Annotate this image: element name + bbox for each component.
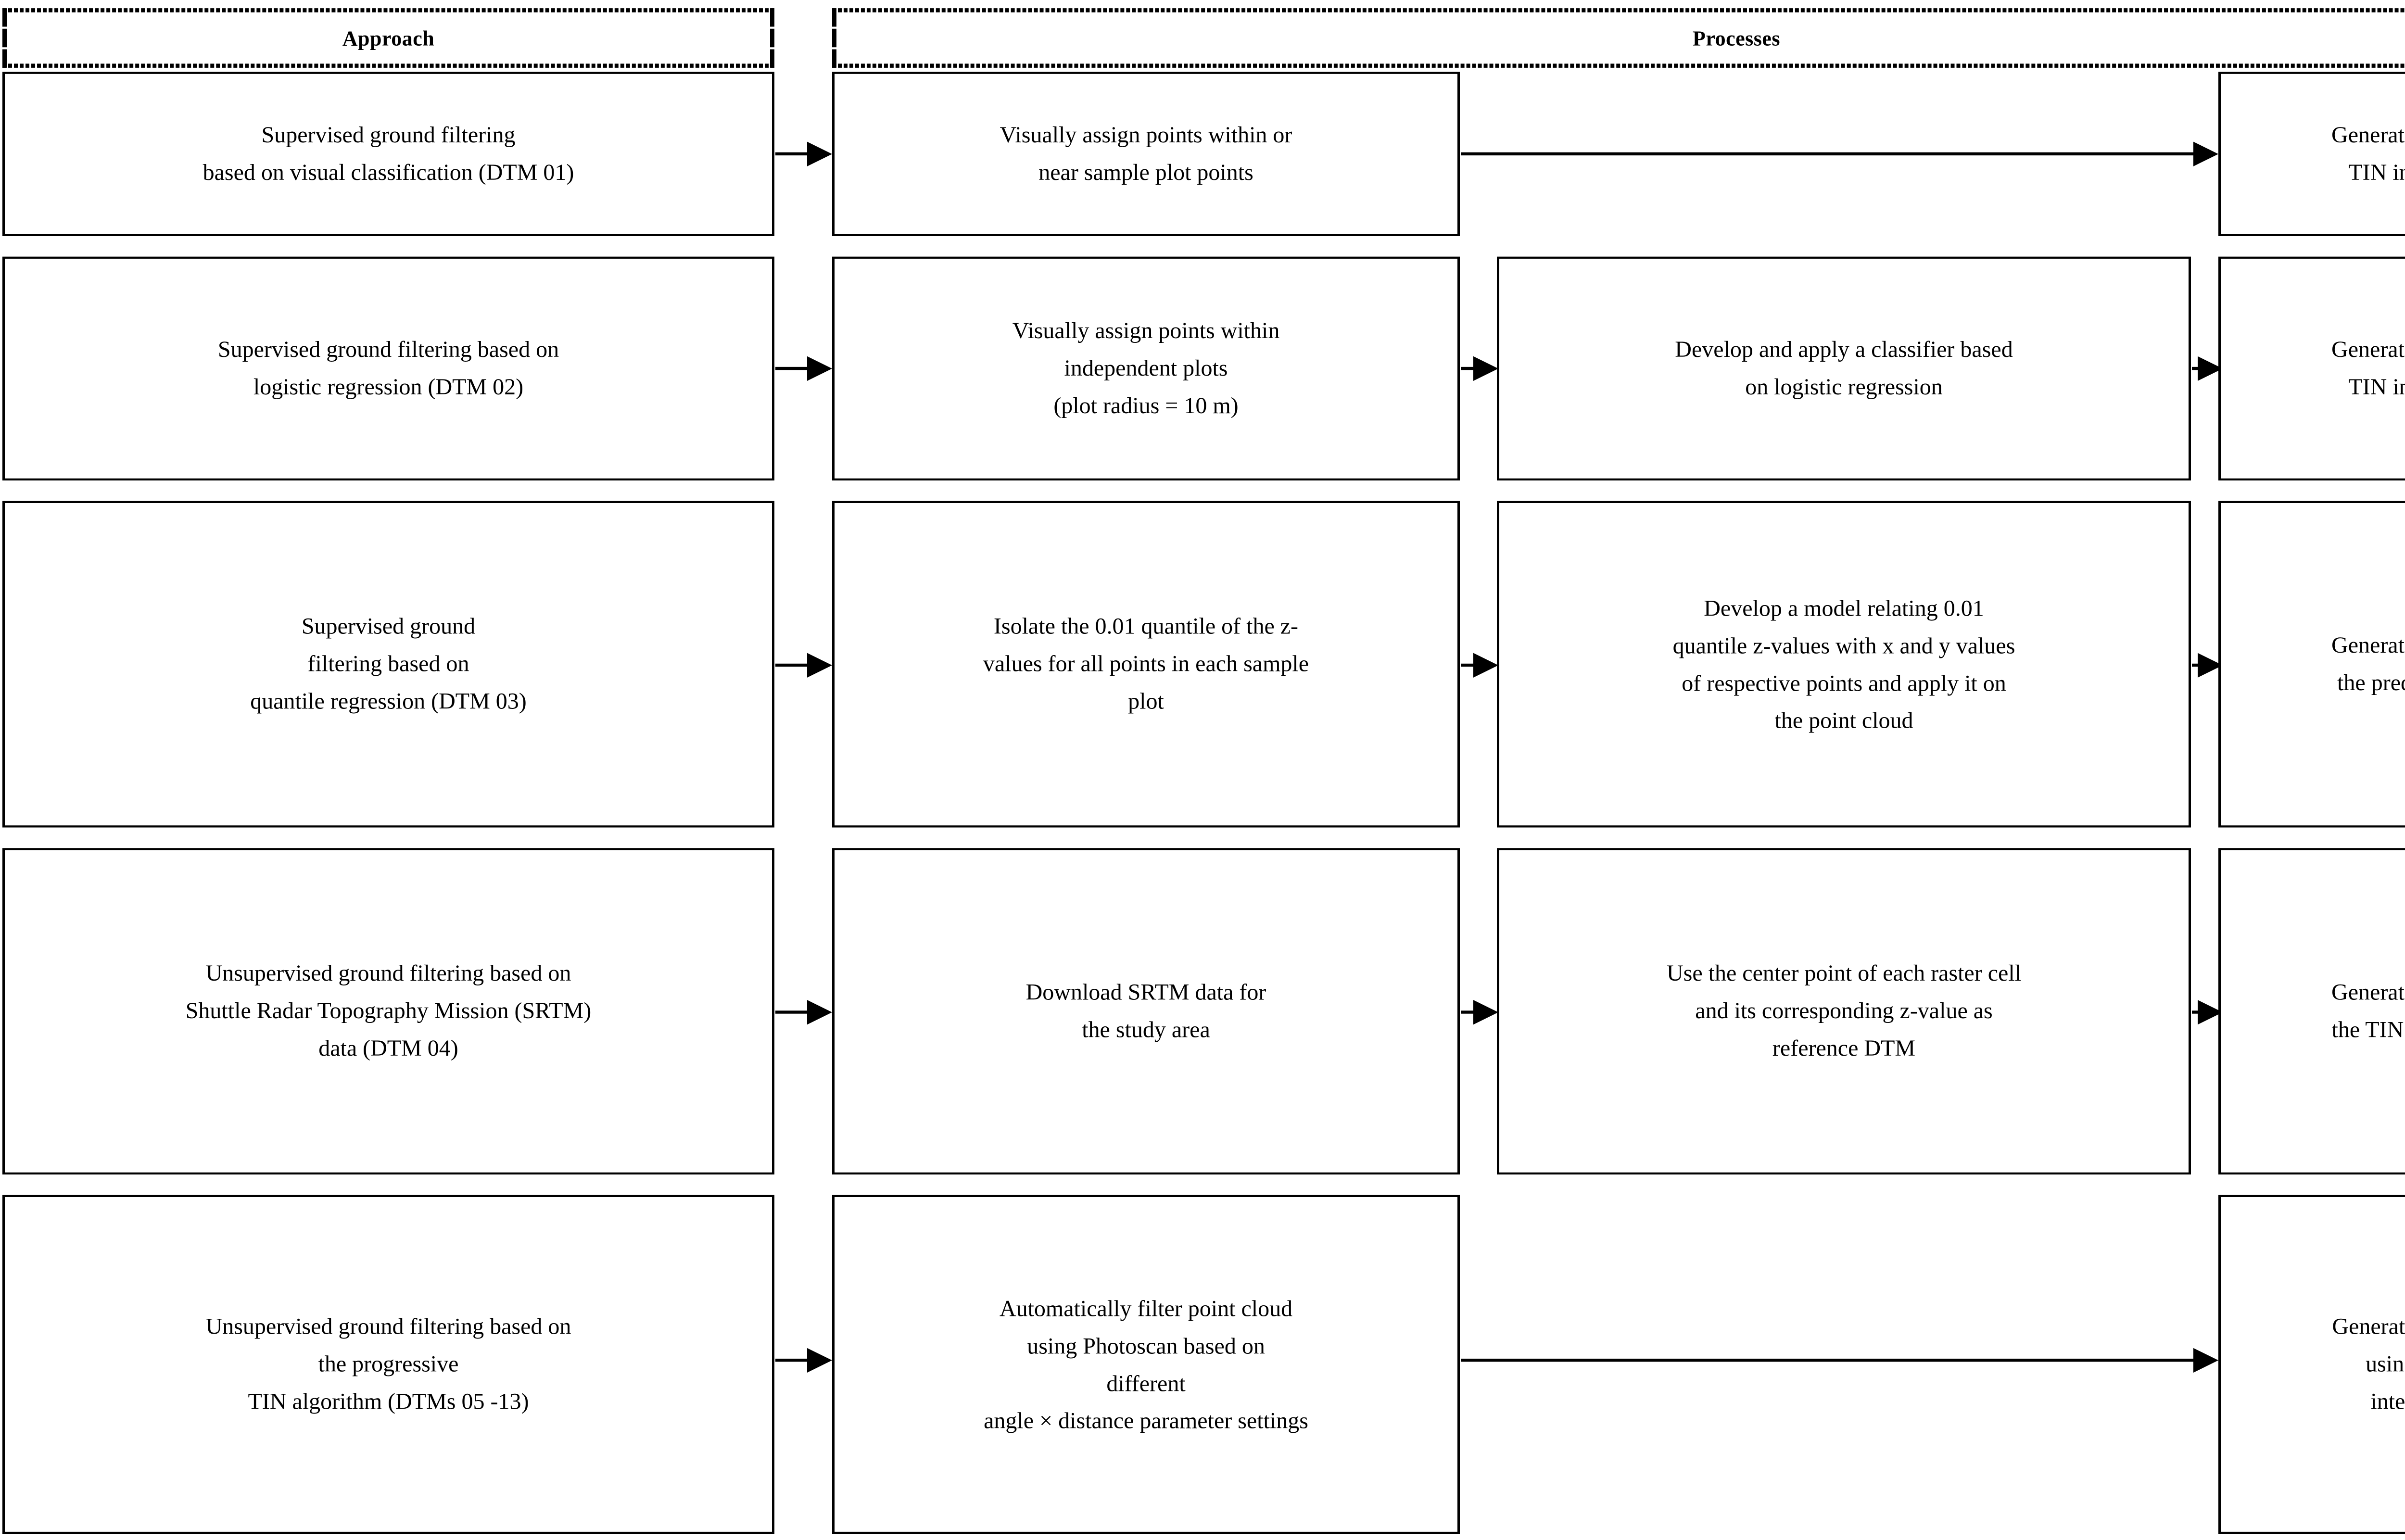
header-processes-label: Processes — [1692, 26, 1781, 50]
output-text: Generate DTM usingthe predicted values — [2331, 632, 2405, 696]
output-box-dtm-03[interactable]: Generate DTM usingthe predicted values — [2218, 501, 2405, 828]
header-approach: Approach — [2, 8, 774, 68]
process2-text: Use the center point of each raster cell… — [1667, 961, 2021, 1061]
output-box-dtm-05-13[interactable]: Generate nine DTMsusing the TINinterpola… — [2218, 1195, 2405, 1534]
output-text: Generate DTM usingTIN interpolation — [2331, 122, 2405, 186]
process1-box-dtm-03[interactable]: Isolate the 0.01 quantile of the z-value… — [832, 501, 1460, 828]
output-text: Generate DTM usingthe TIN interpolation — [2331, 979, 2405, 1043]
header-approach-label: Approach — [342, 26, 435, 50]
header-processes: Processes — [832, 8, 2405, 68]
output-text: Generate nine DTMsusing the TINinterpola… — [2332, 1314, 2405, 1414]
process2-box-dtm-04[interactable]: Use the center point of each raster cell… — [1497, 848, 2191, 1175]
process1-text: Isolate the 0.01 quantile of the z-value… — [983, 614, 1309, 715]
output-box-dtm-04[interactable]: Generate DTM usingthe TIN interpolation — [2218, 848, 2405, 1175]
output-box-dtm-01[interactable]: Generate DTM usingTIN interpolation — [2218, 72, 2405, 236]
output-box-dtm-02[interactable]: Generate DTM usingTIN interpolation — [2218, 256, 2405, 481]
output-text: Generate DTM usingTIN interpolation — [2331, 337, 2405, 400]
